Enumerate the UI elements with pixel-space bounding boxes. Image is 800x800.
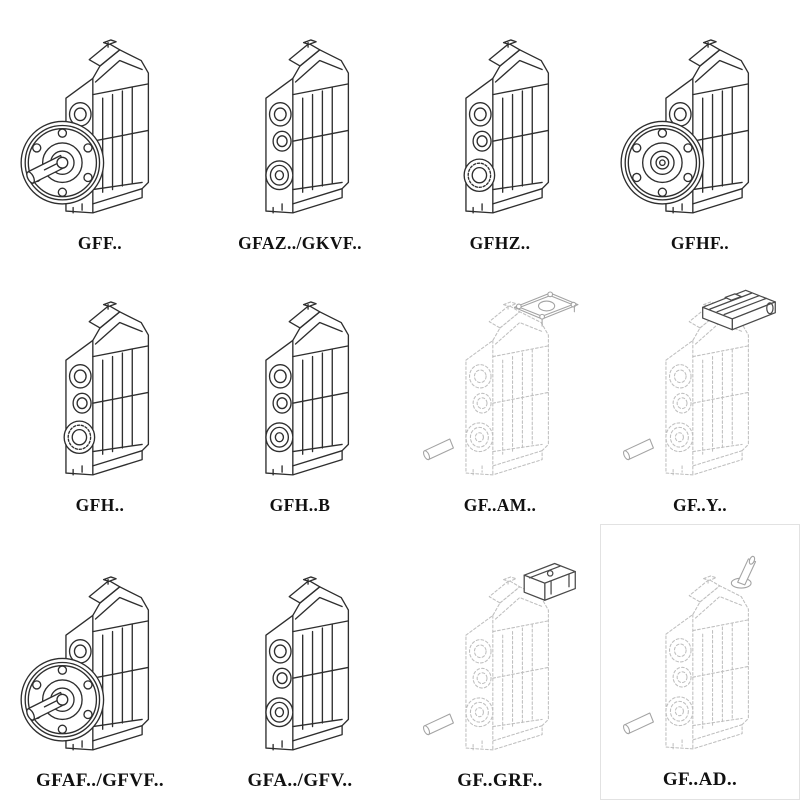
catalog-cell-gf-y: GF..Y.. <box>600 262 800 524</box>
gearbox-drawing-output-flange-shaft-icon <box>20 576 150 751</box>
gearbox-drawing-hollow-bore-icon <box>265 576 350 751</box>
model-label: GF..AD.. <box>662 769 738 790</box>
model-label: GFHZ.. <box>469 233 531 253</box>
model-label: GFAZ../GKVF.. <box>238 233 362 253</box>
catalog-cell-gfhf: GFHF.. <box>600 0 800 262</box>
gearbox-drawing-flange-hollow-icon <box>620 39 750 214</box>
catalog-cell-gfa-gfv: GFA../GFV.. <box>200 524 400 800</box>
catalog-cell-gfhz: GFHZ.. <box>400 0 600 262</box>
gearbox-drawing-hollow-bore-icon <box>265 39 350 214</box>
gearbox-drawing-adapter-box-icon <box>421 562 576 751</box>
model-label: GF..AM.. <box>463 495 537 515</box>
gearbox-drawing-foot-bearing-icon <box>63 301 150 476</box>
catalog-cell-gfaz-gkvf: GFAZ../GKVF.. <box>200 0 400 262</box>
gearbox-drawing-foot-bearing-icon <box>265 301 350 476</box>
gearbox-drawing-motor-adapter-flange-icon <box>421 291 579 476</box>
gearbox-drawing-input-shaft-adapter-icon <box>621 555 757 750</box>
model-label: GFF.. <box>77 233 123 253</box>
model-label: GF..GRF.. <box>457 770 543 791</box>
catalog-cell-gfh-b: GFH..B <box>200 262 400 524</box>
model-label: GFHF.. <box>670 233 730 253</box>
model-label: GF..Y.. <box>672 495 728 515</box>
model-label: GFA../GFV.. <box>247 770 353 791</box>
catalog-cell-gf-grf: GF..GRF.. <box>400 524 600 800</box>
gearbox-drawing-with-motor-icon <box>621 289 776 476</box>
model-label: GFAF../GFVF.. <box>35 770 164 791</box>
catalog-cell-gfh: GFH.. <box>0 262 200 524</box>
catalog-cell-gf-ad: GF..AD.. <box>600 524 800 800</box>
catalog-cell-gff: GFF.. <box>0 0 200 262</box>
model-label: GFH.. <box>75 495 125 515</box>
model-label: GFH..B <box>269 495 331 515</box>
catalog-cell-gfaf-gfvf: GFAF../GFVF.. <box>0 524 200 800</box>
catalog-cell-gf-am: GF..AM.. <box>400 262 600 524</box>
gearbox-drawing-hollow-bore-icon <box>463 39 550 214</box>
gearbox-drawing-output-flange-shaft-icon <box>20 39 150 214</box>
